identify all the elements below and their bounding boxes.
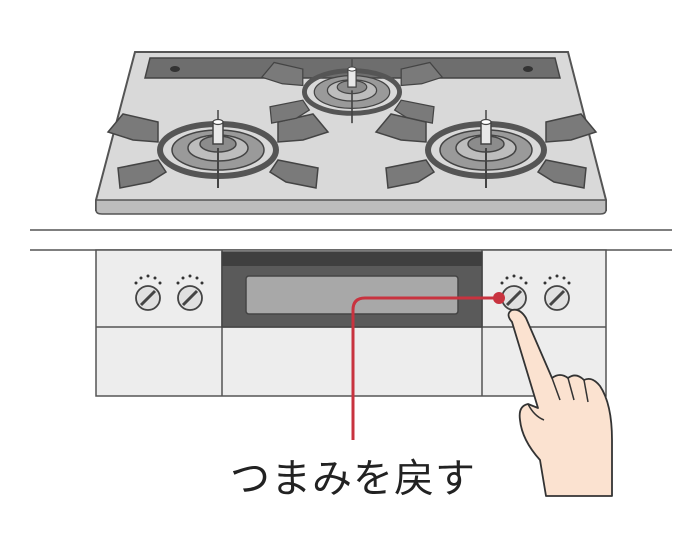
- knob-left-1[interactable]: [134, 274, 162, 311]
- instruction-caption: つまみを戻す: [230, 456, 476, 502]
- callout-line: [351, 292, 505, 440]
- pointing-hand-icon: [507, 308, 613, 497]
- grill-door: [221, 251, 483, 328]
- knob-left-2[interactable]: [176, 274, 204, 311]
- knob-right-2[interactable]: [543, 274, 571, 311]
